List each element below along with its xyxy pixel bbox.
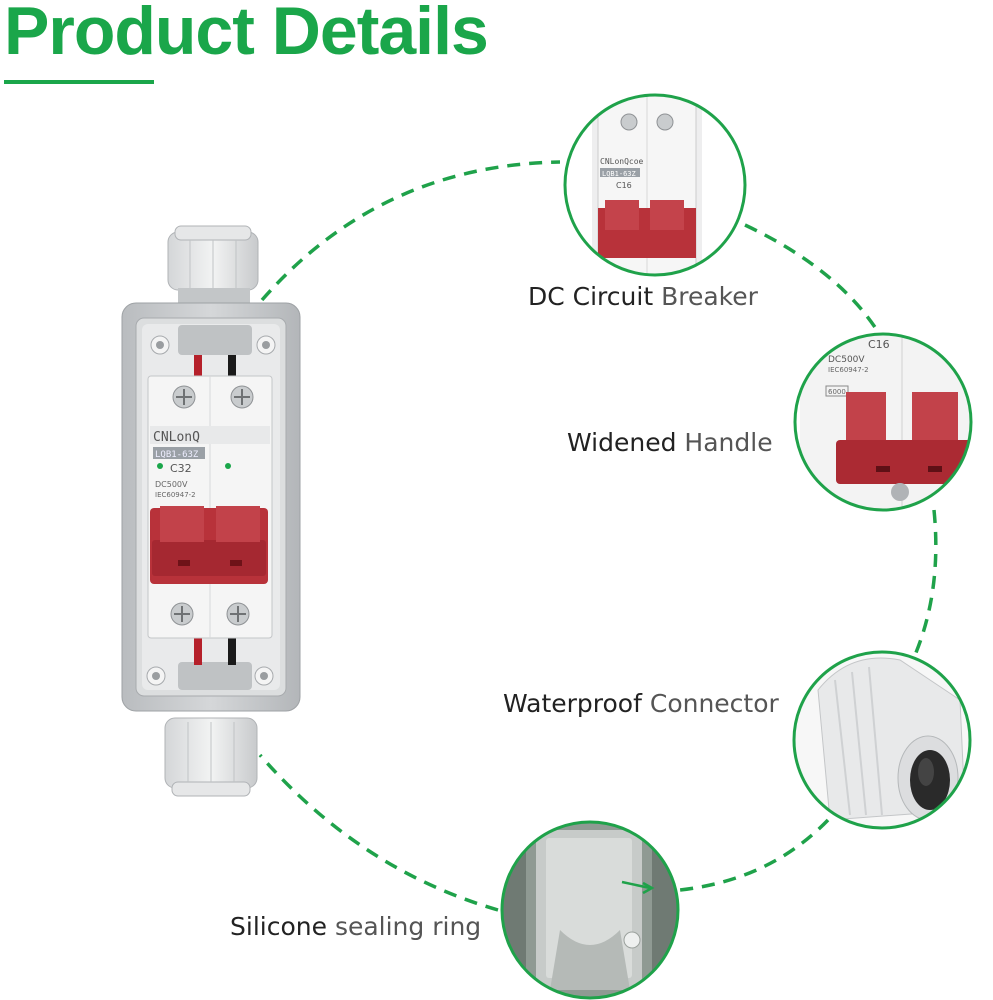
main-rating-text: C32 [170, 462, 192, 475]
main-standard-text: IEC60947-2 [155, 491, 196, 499]
callout-3-label-a: Waterproof [503, 689, 642, 718]
detail-circle-handle: C16 DC500V IEC60947-2 6000 [793, 332, 973, 512]
main-brand-text: CNLonQ [153, 430, 200, 445]
callout-2-label-a: Widened [567, 428, 677, 457]
callout-widened-handle: Widened Handle [567, 428, 773, 457]
detail-circle-breaker: CNLonQcoe LQB1-63Z C16 [563, 93, 747, 277]
callout-silicone-sealing-ring: Silicone sealing ring [230, 912, 481, 941]
detail2-rating-text: C16 [868, 338, 890, 351]
detail1-rating-text: C16 [616, 181, 632, 190]
detail2-standard-text: IEC60947-2 [828, 366, 869, 374]
detail-circle-connector [792, 650, 972, 830]
callout-2-label-b: Handle [684, 428, 773, 457]
title-underline [4, 80, 154, 84]
callout-4-label-a: Silicone [230, 912, 327, 941]
callout-1-label-b: Breaker [661, 282, 758, 311]
main-enclosure: CNLonQ LQB1-63Z C32 DC500V IEC60947-2 [121, 225, 301, 797]
page-title: Product Details [4, 0, 489, 69]
callout-1-label-a: DC Circuit [528, 282, 654, 311]
detail2-voltage-text: DC500V [828, 355, 865, 365]
dashed-ring [258, 160, 938, 912]
main-voltage-text: DC500V [155, 480, 188, 489]
detail1-brand-text: CNLonQcoe [600, 157, 644, 166]
callout-dc-circuit-breaker: DC Circuit Breaker [528, 282, 758, 311]
callout-waterproof-connector: Waterproof Connector [503, 689, 779, 718]
detail-circle-sealing-ring [500, 820, 680, 1000]
callout-4-label-b: sealing ring [334, 912, 482, 941]
callout-3-label-b: Connector [649, 689, 779, 718]
detail1-model-text: LQB1-63Z [602, 170, 636, 178]
main-model-text: LQB1-63Z [155, 450, 199, 460]
detail2-breaking-text: 6000 [828, 388, 846, 396]
